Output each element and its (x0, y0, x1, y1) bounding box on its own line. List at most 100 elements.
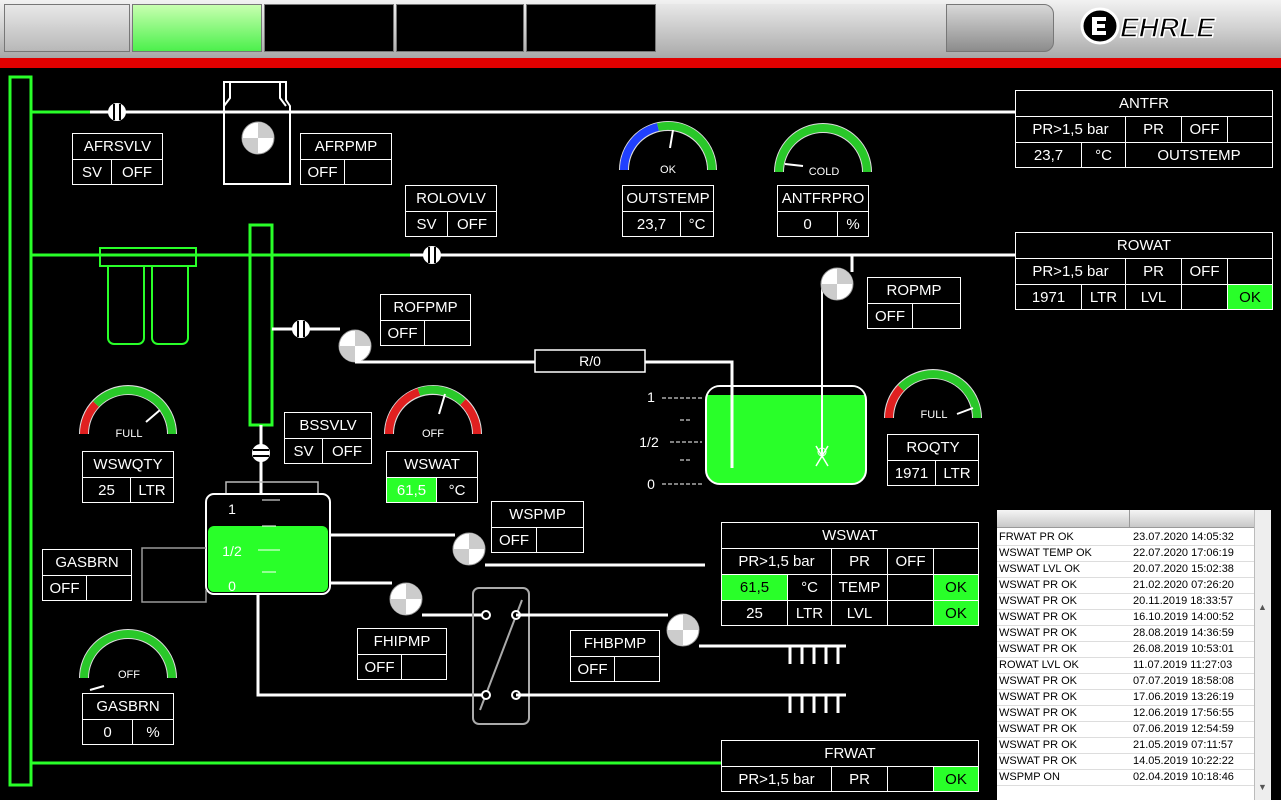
frwat-title: FRWAT (722, 741, 978, 767)
rofpmp-state: OFF (381, 321, 425, 345)
event-log-timestamp: 07.06.2019 12:54:59 (1133, 723, 1234, 735)
gasbrn-gauge-title: GASBRN (83, 694, 173, 720)
antfr-temp-label: OUTSTEMP (1157, 146, 1241, 164)
afrpmp-empty (345, 160, 391, 184)
bssvlv-panel[interactable]: BSSVLV SV OFF (284, 412, 372, 464)
rolovlv-panel[interactable]: ROLOVLV SV OFF (405, 185, 497, 237)
wswqty-unit: LTR (138, 481, 166, 499)
event-log-header-message[interactable] (997, 510, 1129, 528)
afrsvlv-title: AFRSVLV (73, 134, 162, 160)
event-log-header-time[interactable] (1129, 510, 1255, 528)
ro-tank-icon (705, 385, 867, 485)
antfr-temp: 23,7 (1016, 143, 1082, 167)
rowat-panel[interactable]: ROWAT PR>1,5 bar PR OFF 1971 LTR LVL OK (1015, 232, 1273, 310)
roqty-unit: LTR (943, 464, 971, 482)
gas-burner-icon (141, 547, 207, 603)
wswat-panel[interactable]: WSWAT PR>1,5 bar PR OFF 61,5 °C TEMP OK … (721, 522, 979, 626)
afrsvlv-panel[interactable]: AFRSVLV SV OFF (72, 133, 163, 185)
scroll-down-icon[interactable]: ▼ (1258, 782, 1267, 792)
event-log-message: WSWAT PR OK (999, 595, 1078, 607)
roqty-title: ROQTY (888, 435, 978, 461)
roqty-panel[interactable]: ROQTY 1971 LTR (887, 434, 979, 486)
ropmp-panel[interactable]: ROPMP OFF (867, 277, 961, 329)
rofpmp-panel[interactable]: ROFPMP OFF (380, 294, 471, 346)
event-log-timestamp: 23.07.2020 14:05:32 (1133, 531, 1234, 543)
fhipmp-panel[interactable]: FHIPMP OFF (357, 628, 447, 680)
outstemp-value: 23,7 (623, 212, 681, 236)
gasbrn-switch-title: GASBRN (43, 550, 131, 576)
scroll-up-icon[interactable]: ▲ (1258, 602, 1267, 612)
event-log-timestamp: 26.08.2019 10:53:01 (1133, 643, 1234, 655)
fhbpmp-state: OFF (571, 657, 615, 681)
bssvlv-valve-icon (252, 444, 270, 462)
gasbrn-gauge-panel[interactable]: GASBRN 0 % (82, 693, 174, 745)
wspmp-panel[interactable]: WSPMP OFF (491, 501, 584, 553)
wswqty-panel[interactable]: WSWQTY 25 LTR (82, 451, 174, 503)
gasbrn-gauge-value: 0 (83, 720, 133, 744)
event-log-message: WSWAT PR OK (999, 691, 1078, 703)
antfrpro-title: ANTFRPRO (778, 186, 868, 212)
gasbrn-switch-state: OFF (43, 576, 87, 600)
wswat-temp: 61,5 (722, 575, 788, 601)
ropmp-pump-icon (820, 267, 854, 301)
gasbrn-switch-panel[interactable]: GASBRN OFF (42, 549, 132, 601)
fhipmp-title: FHIPMP (358, 629, 446, 655)
event-log-row[interactable]: WSWAT PR OK 20.11.2019 18:33:57 (997, 593, 1255, 610)
rofpmp-title: ROFPMP (381, 295, 470, 321)
event-log-timestamp: 11.07.2019 11:27:03 (1133, 659, 1233, 671)
nav-button-6[interactable] (656, 4, 946, 52)
antfr-panel[interactable]: ANTFR PR>1,5 bar PR OFF 23,7 °C OUTSTEMP (1015, 90, 1273, 168)
afrpmp-panel[interactable]: AFRPMP OFF (300, 133, 392, 185)
antfr-title: ANTFR (1016, 91, 1272, 117)
event-log-timestamp: 21.02.2020 07:26:20 (1133, 579, 1234, 591)
outstemp-panel[interactable]: OUTSTEMP 23,7 °C (622, 185, 714, 237)
antfrpro-panel[interactable]: ANTFRPRO 0 % (777, 185, 869, 237)
rofpmp-pump-icon (338, 329, 372, 363)
event-log-message: WSWAT PR OK (999, 755, 1078, 767)
rowat-pr: PR (1126, 259, 1182, 285)
nav-button-1[interactable] (4, 4, 130, 52)
nav-button-3[interactable] (264, 4, 394, 52)
nav-button-7[interactable] (946, 4, 1054, 52)
ropmp-empty (913, 304, 960, 328)
afrpmp-title: AFRPMP (301, 134, 391, 160)
wswat-gauge-panel[interactable]: WSWAT 61,5 °C (386, 451, 478, 503)
event-log-scrollbar[interactable]: ▲ ▼ (1254, 510, 1271, 800)
nav-button-2-active[interactable] (132, 4, 262, 52)
frwat-panel[interactable]: FRWAT PR>1,5 bar PR OK (721, 740, 979, 792)
wswat-gauge-value: 61,5 (387, 478, 437, 502)
nav-button-4[interactable] (396, 4, 524, 52)
antfrpro-unit: % (846, 215, 860, 233)
outstemp-unit: °C (688, 215, 706, 233)
wspmp-title: WSPMP (492, 502, 583, 528)
nav-button-5[interactable] (526, 4, 656, 52)
wswat-temp-unit: °C (788, 575, 832, 601)
event-log-message: WSWAT LVL OK (999, 563, 1081, 575)
gauge-wswat: OFF (384, 385, 482, 440)
bssvlv-state: OFF (332, 442, 362, 460)
ws-tank-mark-1: 1 (228, 501, 236, 517)
rofpmp-empty (425, 321, 470, 345)
wspmp-empty (537, 528, 583, 552)
fhbpmp-panel[interactable]: FHBPMP OFF (570, 630, 660, 682)
event-log-timestamp: 16.10.2019 14:00:52 (1133, 611, 1234, 623)
ws-tank-icon (205, 493, 331, 595)
event-log-message: WSWAT PR OK (999, 707, 1078, 719)
event-log-timestamp: 20.11.2019 18:33:57 (1133, 595, 1234, 607)
